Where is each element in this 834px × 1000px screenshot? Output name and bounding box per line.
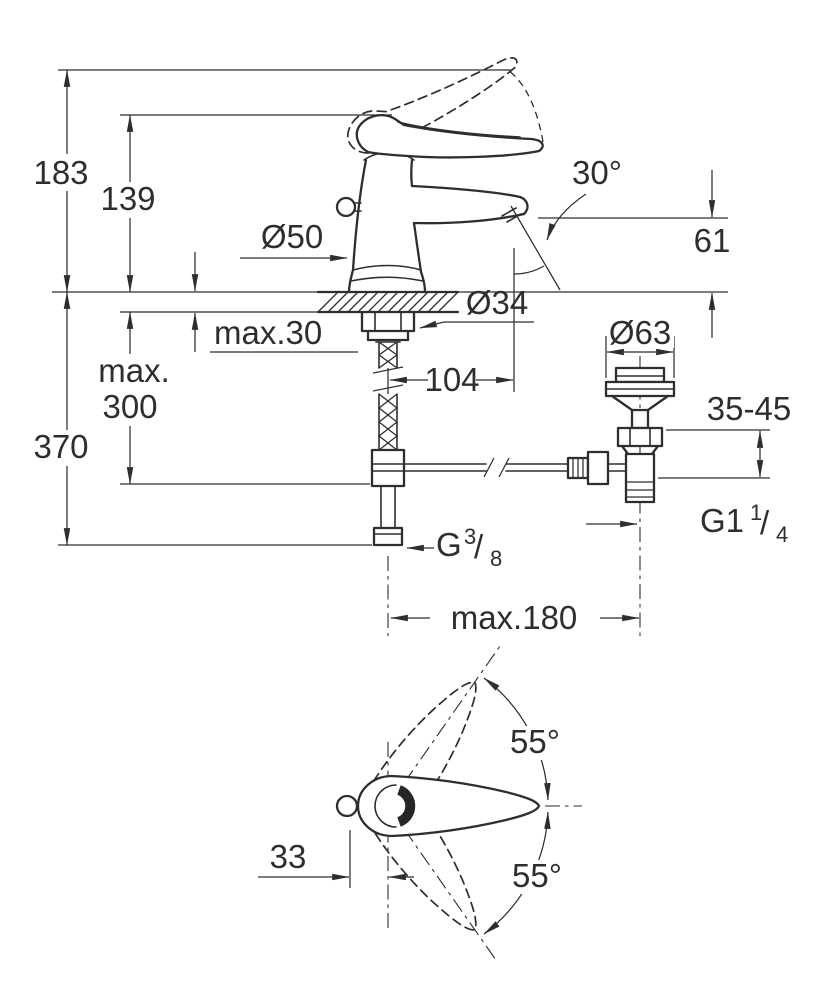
dim-55-down: 55° [510, 857, 564, 894]
faucet-body [335, 151, 529, 294]
lever-swing-up-dashed [372, 681, 477, 812]
dim-30deg: 30° [546, 154, 622, 241]
rod-joint [370, 448, 406, 488]
dim-dia34: Ø34 [419, 284, 534, 329]
dim-370-label: 370 [33, 428, 88, 465]
dim-dia50-label: Ø50 [261, 218, 323, 255]
mounting-deck [316, 290, 460, 314]
dim-55-up-label: 55° [510, 723, 560, 760]
dim-g114: G1 1 / 4 [586, 500, 788, 547]
front-view: 183 139 max. 300 370 max.30 Ø50 [31, 57, 791, 636]
dim-dia34-label: Ø34 [466, 284, 528, 321]
pop-up-rod [403, 450, 627, 486]
dim-g38-prefix: G [436, 526, 462, 563]
knob-plan [335, 794, 359, 818]
dim-139-label: 139 [100, 180, 155, 217]
hose-elbow [372, 526, 404, 547]
dim-61-label: 61 [694, 222, 731, 259]
dim-3545: 35-45 [707, 390, 791, 478]
lever-motion-arc [507, 69, 544, 143]
dim-g114-denominator: 4 [776, 522, 788, 547]
dim-3545-label: 35-45 [707, 390, 791, 427]
dim-g114-prefix: G1 [700, 502, 744, 539]
supply-hose [360, 310, 416, 547]
dim-max30: max.30 [191, 252, 358, 353]
dim-max300-label-line1: max. [98, 352, 170, 389]
dim-33: 33 [258, 830, 414, 888]
hose-braid-upper [378, 341, 398, 369]
dim-g38: G 3 / 8 [406, 524, 502, 571]
dim-max180: max.180 [390, 599, 640, 636]
dim-g38-numerator: 3 [464, 524, 476, 549]
dim-370: 370 [31, 291, 91, 546]
rod-clamp [586, 450, 610, 486]
dim-max30-label: max.30 [214, 314, 322, 351]
lever-slot [396, 785, 416, 827]
dim-g114-numerator: 1 [750, 500, 762, 525]
dim-dia50: Ø50 [240, 218, 348, 262]
dim-104: 104 [389, 361, 514, 398]
dim-183: 183 [31, 69, 91, 293]
dim-max180-label: max.180 [451, 599, 578, 636]
dim-g38-slash: / [474, 528, 484, 565]
dim-104-label: 104 [424, 361, 479, 398]
dim-139: 139 [98, 114, 158, 293]
dim-61: 61 [694, 170, 731, 338]
dim-33-label: 33 [270, 838, 307, 875]
dim-55-down-label: 55° [512, 857, 562, 894]
center-lines [387, 356, 641, 636]
lever-swing-down-dashed [372, 800, 477, 931]
dim-55-up: 55° [508, 723, 562, 760]
hose-braid-lower [378, 393, 398, 451]
dim-max300-label-line2: 300 [102, 388, 157, 425]
plan-view: 55° 55° 33 [258, 645, 582, 961]
dim-g114-slash: / [760, 504, 770, 541]
waste-assembly [604, 366, 676, 504]
dim-g38-denominator: 8 [490, 546, 502, 571]
dim-max300: max. 300 [96, 311, 174, 485]
dim-dia63-label: Ø63 [609, 314, 671, 351]
dim-30deg-label: 30° [572, 154, 622, 191]
faucet-lever [355, 113, 544, 159]
dim-dia63: Ø63 [606, 314, 674, 356]
pop-up-knob [335, 196, 357, 218]
deck-hatch [317, 291, 459, 313]
lever-plan [335, 774, 541, 838]
extension-lines [52, 69, 770, 546]
dim-183-label: 183 [33, 154, 88, 191]
